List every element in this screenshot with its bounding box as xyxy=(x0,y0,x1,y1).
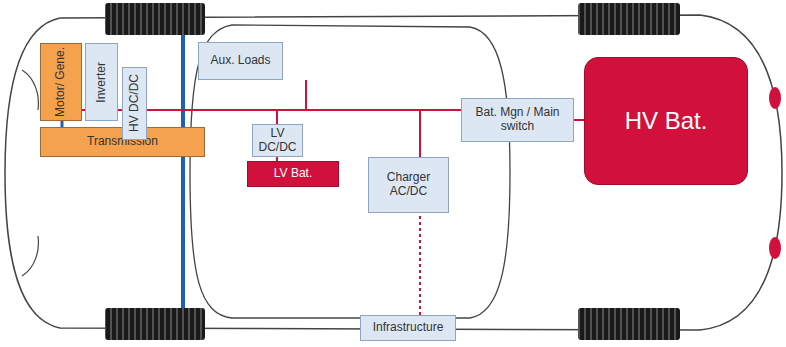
box-label: HV Bat. xyxy=(625,107,708,135)
battery-box: LV Bat. xyxy=(247,161,339,187)
battery-box: HV Bat. xyxy=(584,57,748,185)
box-label: Aux. Loads xyxy=(210,54,270,68)
dcdc-box: HV DC/DC xyxy=(122,67,147,140)
box-label: Motor/ Gene. xyxy=(54,47,68,117)
headlight xyxy=(22,236,38,276)
tail-light xyxy=(769,237,781,259)
box-label: Infrastructure xyxy=(373,321,444,335)
wheel xyxy=(578,308,680,340)
box-label: HV DC/DC xyxy=(128,74,142,132)
box-label: LV DC/DC xyxy=(253,127,302,155)
power-connector xyxy=(147,80,306,110)
box-label: Bat. Mgn / Main switch xyxy=(462,106,573,134)
box-label: LV Bat. xyxy=(274,167,312,181)
charger-box: Charger AC/DC xyxy=(368,157,449,213)
wheel xyxy=(105,3,205,35)
drive-axle xyxy=(181,35,185,308)
box-label: Inverter xyxy=(95,62,109,103)
box-label: Charger AC/DC xyxy=(369,171,448,199)
car-body xyxy=(5,15,782,330)
dcdc-box: LV DC/DC xyxy=(252,124,303,157)
power-connector xyxy=(147,110,277,124)
aux-loads-box: Aux. Loads xyxy=(198,42,283,80)
inverter-box: Inverter xyxy=(85,43,118,121)
car-cabin xyxy=(190,25,510,318)
wheel xyxy=(578,3,680,35)
power-connector xyxy=(420,110,461,157)
headlight xyxy=(22,70,38,110)
motor-box: Motor/ Gene. xyxy=(40,43,82,121)
tail-light xyxy=(769,87,781,109)
power-connector xyxy=(419,213,421,315)
battery-management-box: Bat. Mgn / Main switch xyxy=(461,98,574,142)
power-connector xyxy=(574,119,584,121)
infrastructure-box: Infrastructure xyxy=(360,315,456,341)
wheel xyxy=(105,308,205,340)
